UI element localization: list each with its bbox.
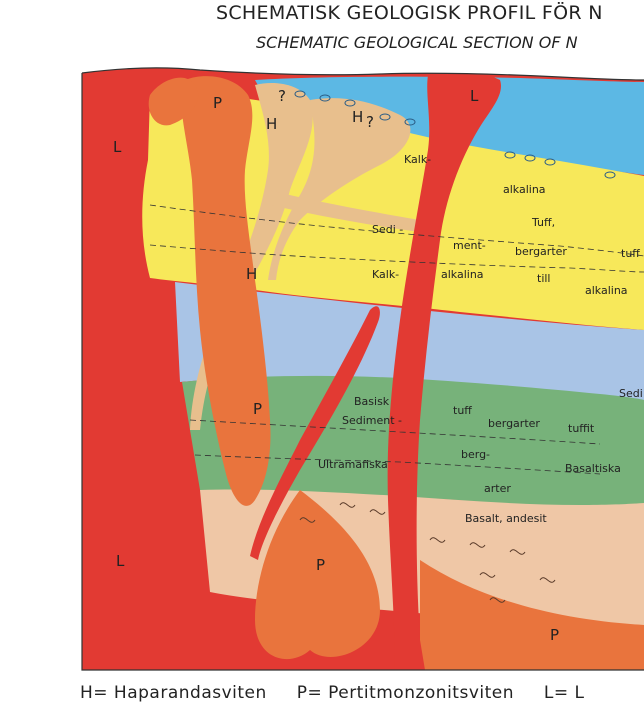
rock-ment: ment- [453, 239, 486, 252]
rock-sediment: Sediment - [342, 414, 402, 427]
rock-berg: berg- [461, 448, 490, 461]
label-question-2: ? [366, 113, 374, 131]
rock-basisk: Basisk [354, 395, 390, 408]
rock-tuff-comma: Tuff, [531, 216, 555, 229]
rock-alkalina-1: alkalina [503, 183, 546, 196]
label-l-bottom: L [116, 552, 125, 570]
label-h-upper: H [352, 108, 363, 126]
rock-kalk-1: Kalk- [404, 153, 431, 166]
rock-arter: arter [484, 482, 511, 495]
rock-basalt-andesit: Basalt, andesit [465, 512, 547, 525]
legend-h: H= Haparandasviten [80, 683, 267, 703]
rock-tuff-right: tuff [621, 247, 640, 260]
rock-sedi-right: Sedi [619, 387, 643, 400]
rock-basaltiska: Basaltiska [565, 462, 621, 475]
label-p-top: P [213, 94, 222, 112]
rock-kalk-2: Kalk- [372, 268, 399, 281]
legend-l: L= L [544, 683, 585, 703]
rock-bergarter-1: bergarter [515, 245, 567, 258]
label-h-mid: H [246, 265, 257, 283]
rock-alkalina-3: alkalina [585, 284, 628, 297]
rock-sedi: Sedi - [372, 223, 403, 236]
label-p-bottom: P [316, 556, 325, 574]
label-p-bottom-right: P [550, 626, 559, 644]
legend-p: P= Pertitmonzonitsviten [297, 683, 514, 703]
rock-alkalina-2: alkalina [441, 268, 484, 281]
label-question-1: ? [278, 87, 286, 105]
label-h-top: H [266, 115, 277, 133]
label-l-left: L [113, 138, 122, 156]
rock-ultramafiska: Ultramafiska [318, 458, 388, 471]
rock-till: till [537, 272, 550, 285]
rock-tuffit: tuffit [568, 422, 595, 435]
rock-tuff-2: tuff [453, 404, 472, 417]
label-p-mid: P [253, 400, 262, 418]
label-l-top: L [470, 87, 479, 105]
rock-bergarter-2: bergarter [488, 417, 540, 430]
legend: H= Haparandasviten P= Pertitmonzonitsvit… [80, 683, 609, 703]
